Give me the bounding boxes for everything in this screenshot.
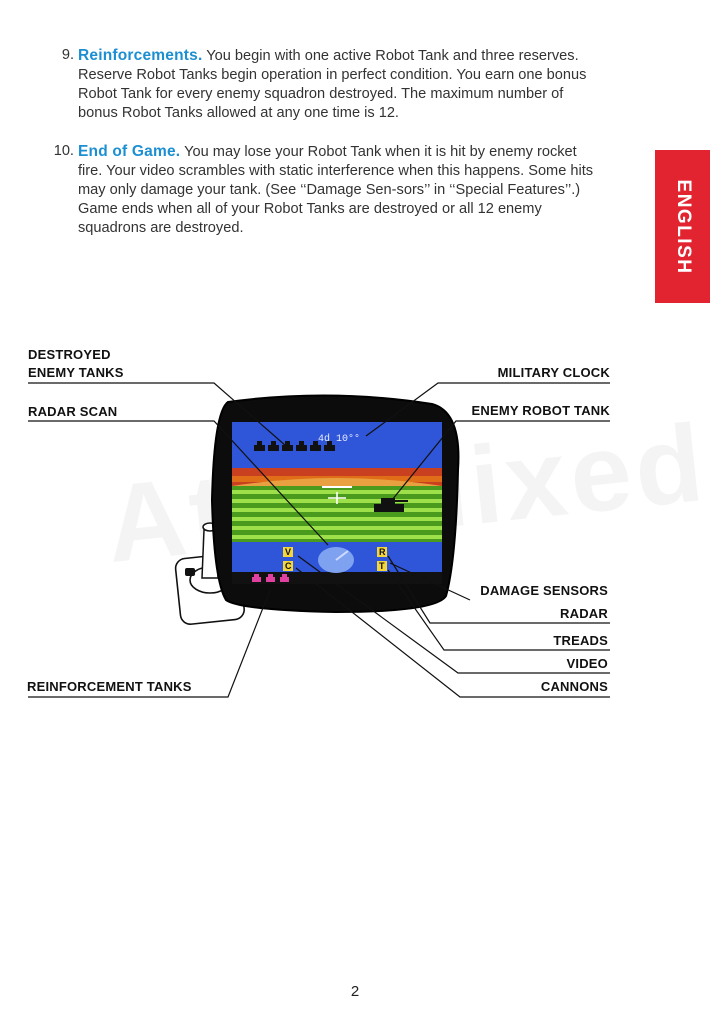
item-text: You begin with one active Robot Tank and… [78,48,587,121]
item-text: You may lose your Robot Tank when it is … [78,144,594,236]
destroyed-tanks-row [254,441,335,451]
reinforcement-tanks-row [252,574,289,582]
language-tab: ENGLISH [655,150,710,303]
label-treads: TREADS [553,633,608,648]
label-line: ENEMY TANKS [28,365,124,380]
item-number: 9. [61,47,74,63]
label-cannons: CANNONS [540,679,608,694]
sensor-t: T [379,561,385,571]
label-radar-scan: RADAR SCAN [28,404,118,419]
label-video: VIDEO [566,656,608,671]
item-heading: End of Game. [78,143,181,160]
damage-sensors-panel: V C R T [283,547,387,571]
label-reinforcement-tanks: REINFORCEMENT TANKS [27,679,192,694]
label-line: DESTROYED [28,347,111,362]
sensor-v: V [285,547,291,557]
label-military-clock: MILITARY CLOCK [497,365,610,380]
label-enemy-robot-tank: ENEMY ROBOT TANK [471,403,610,418]
item-number: 10. [53,143,74,159]
label-damage-sensors: DAMAGE SENSORS [480,583,608,598]
sensor-r: R [379,547,386,557]
item-end-of-game: 10. End of Game. You may lose your Robot… [44,142,604,238]
callout-lines [28,382,610,698]
page-number: 2 [350,983,360,1000]
sensor-c: C [285,561,292,571]
item-heading: Reinforcements. [78,47,203,64]
military-clock-readout: 4d 10°° [318,433,360,445]
label-destroyed-enemy-tanks: DESTROYED ENEMY TANKS [28,346,124,382]
tv-screen: 4d 10°° V C R T [232,422,442,584]
enemy-tank-sprite [374,498,408,512]
item-reinforcements: 9. Reinforcements. You begin with one ac… [44,46,604,123]
label-radar: RADAR [560,606,608,621]
